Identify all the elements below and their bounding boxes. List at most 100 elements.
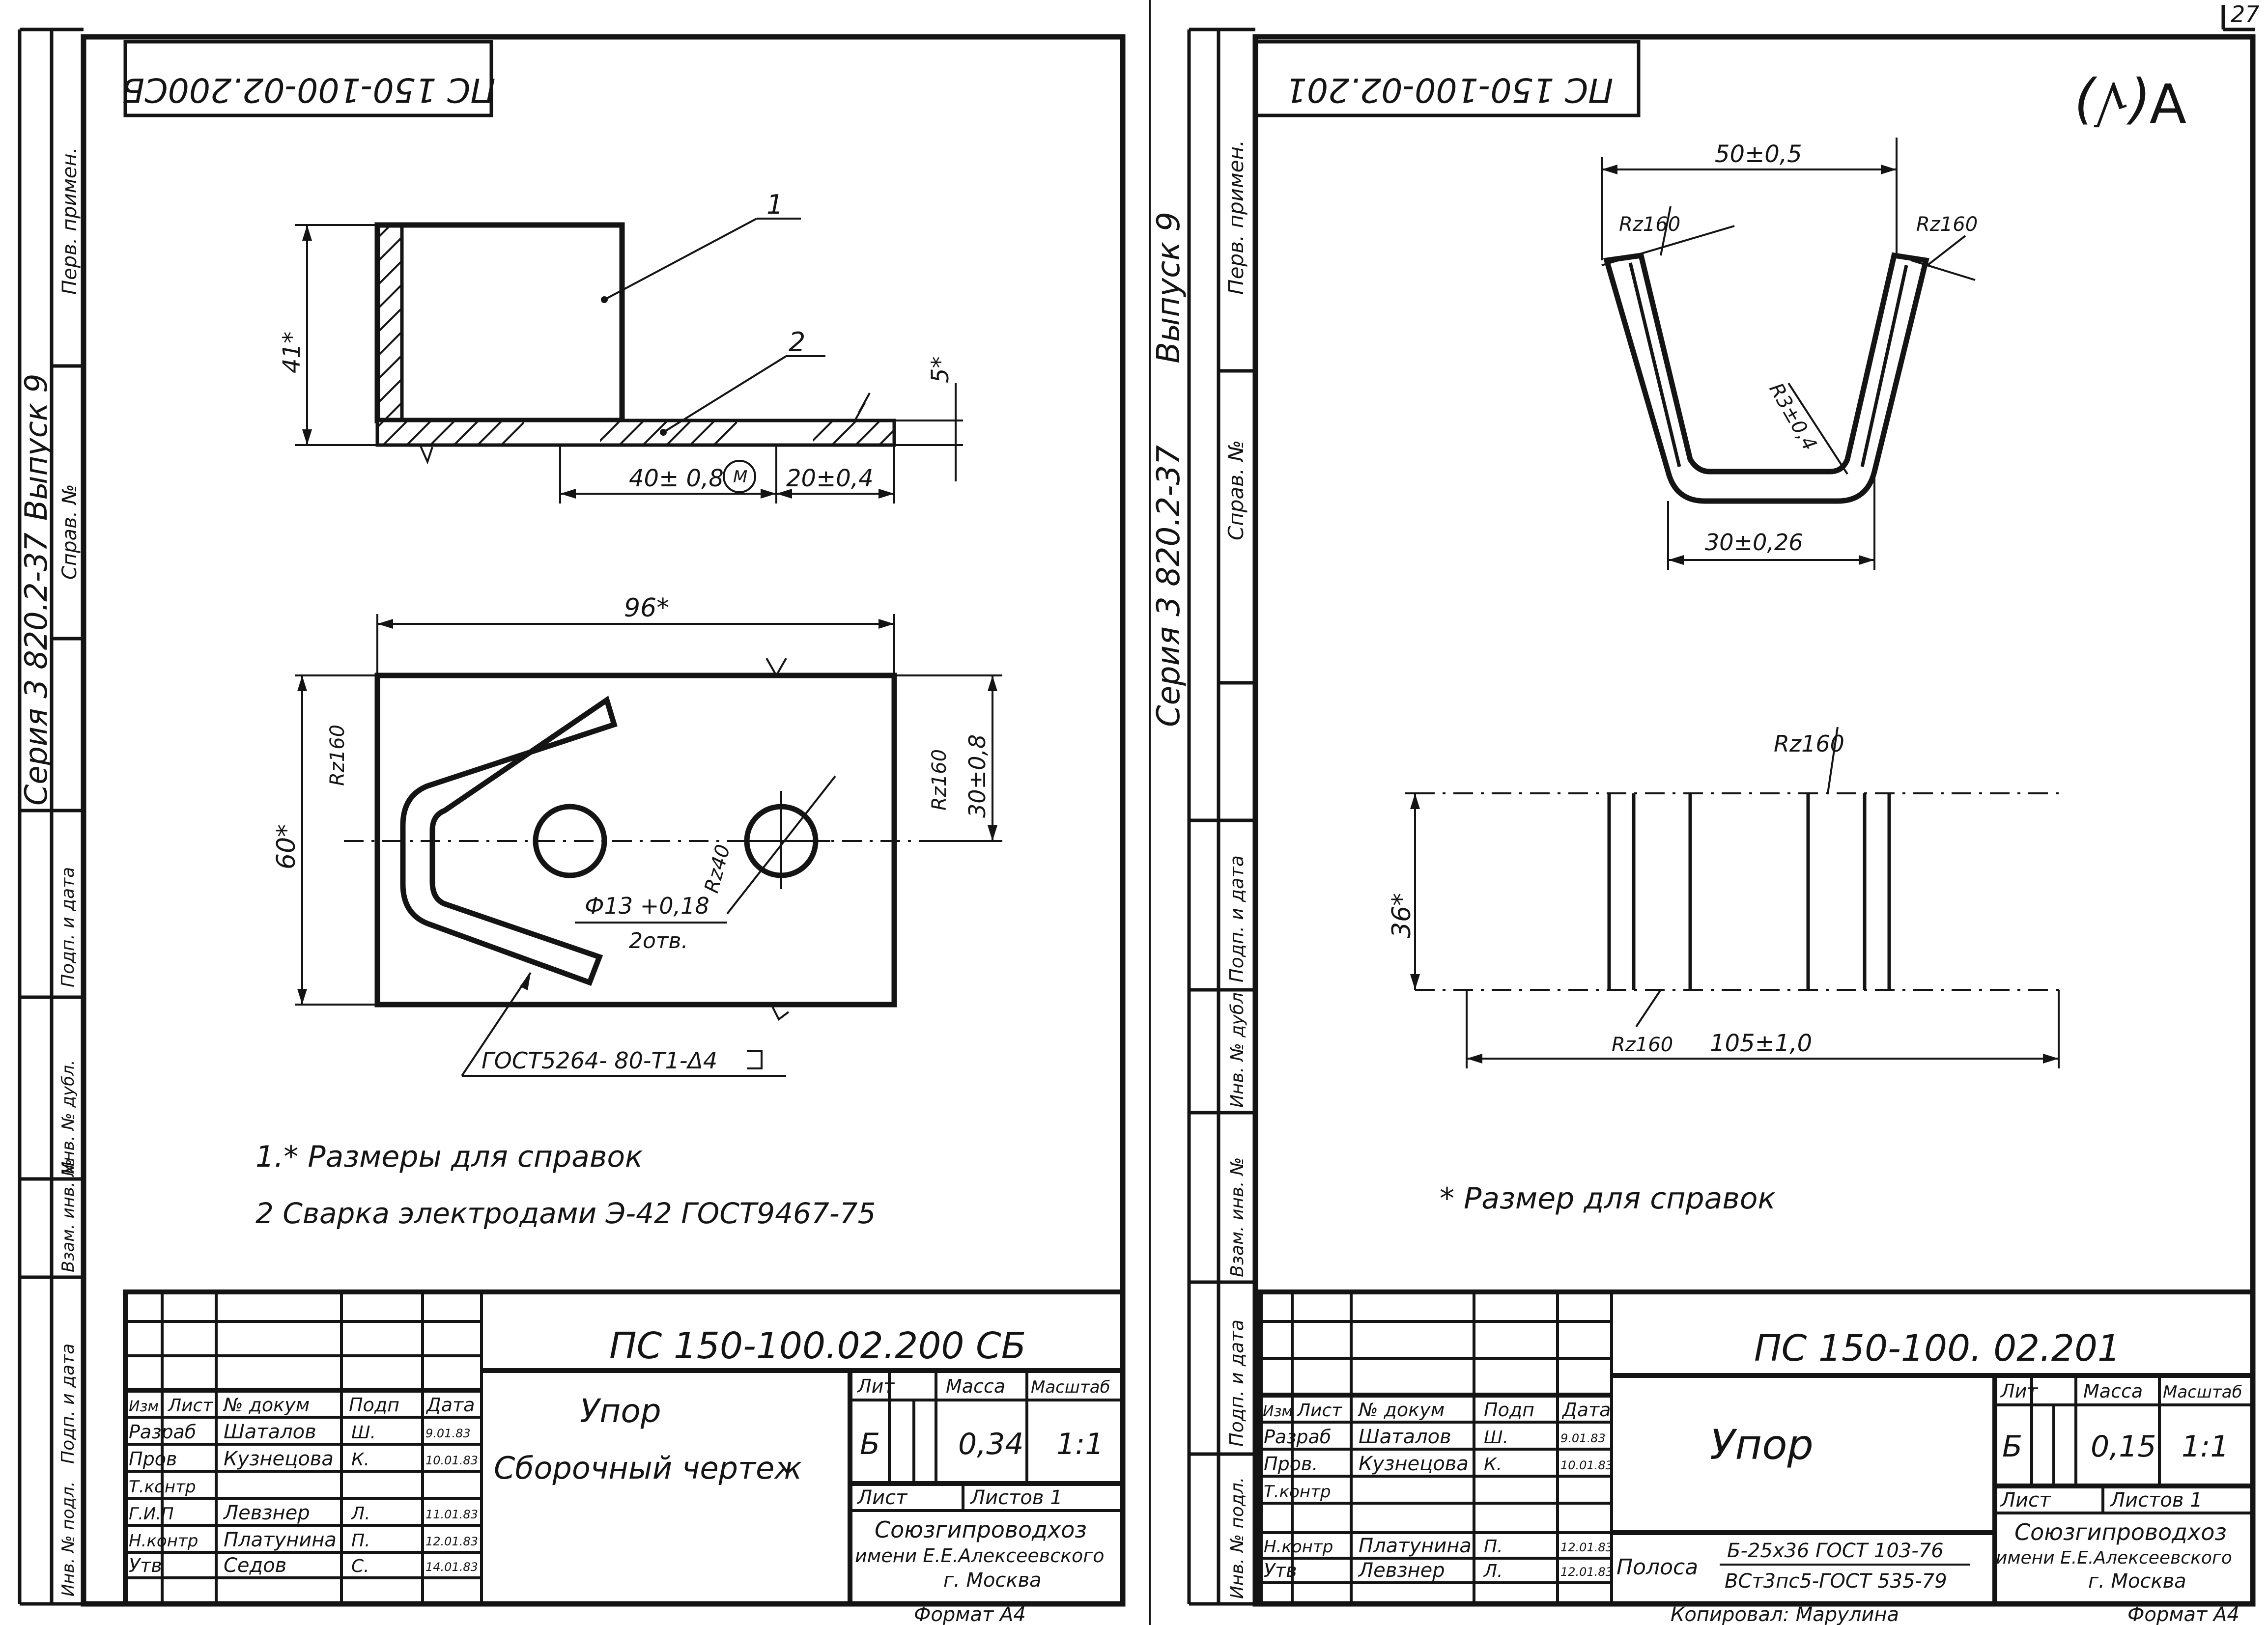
left-tb-sign-0: Ш.	[351, 1423, 376, 1443]
left-rz-hole: Rz40	[700, 842, 735, 895]
right-tb-lit-label: Лит	[2000, 1380, 2039, 1402]
right-tb-scale-value: 1:1	[2182, 1429, 2229, 1464]
right-tb-sign-5: Л.	[1483, 1561, 1503, 1581]
left-tb-col-izm: Изм	[129, 1398, 159, 1415]
right-tb-date-4: 12.01.83	[1560, 1541, 1613, 1554]
left-tb-sign-5: С.	[351, 1556, 369, 1576]
right-tb-col-date: Дата	[1561, 1399, 1611, 1421]
right-dim-50: 50±0,5	[1715, 140, 1802, 168]
left-tb-name-1: Кузнецова	[224, 1448, 334, 1470]
right-ref-no-label: Справ. №	[1224, 440, 1248, 540]
left-tb-scale-value: 1:1	[1056, 1427, 1104, 1461]
right-tb-material-label: Полоса	[1616, 1555, 1698, 1580]
right-series-label: Серия 3 820.2-37	[1151, 445, 1187, 727]
left-tb-col-date: Дата	[425, 1394, 475, 1416]
left-callout-1: 1	[766, 189, 783, 220]
left-tb-org-1: Союзгипроводхоз	[875, 1516, 1087, 1543]
left-tb-sheets-label: Листов 1	[969, 1486, 1063, 1509]
left-inv-dubl-label: Инв. № дубл.	[58, 1060, 78, 1174]
left-dim-20: 20±0,4	[786, 465, 874, 492]
right-dim-30: 30±0,26	[1705, 529, 1803, 556]
right-tb-role-2: Т.контр	[1264, 1482, 1331, 1502]
right-sign-date-2-label: Подп. и дата	[1226, 1319, 1247, 1447]
right-tb-name-5: Левзнер	[1358, 1559, 1445, 1582]
left-side-strip: Серия 3 820.2-37 Выпуск 9 Перв. примен. …	[18, 28, 84, 1606]
left-tb-name-3: Левзнер	[223, 1502, 310, 1524]
left-tb-name-5: Седов	[224, 1554, 286, 1577]
left-tb-lit-value: Б	[860, 1427, 880, 1461]
right-dim-105: 105±1,0	[1710, 1030, 1812, 1057]
right-tb-date-1: 10.01.83	[1560, 1458, 1613, 1472]
left-title-block: Изм Лист № докум Подп Дата Разраб Шатало…	[123, 1289, 1125, 1625]
right-rz-mid: Rz160	[1774, 730, 1844, 757]
right-tb-sign-1: К.	[1484, 1455, 1502, 1475]
right-sheet: 27 Серия 3 820.2-37 Выпуск 9 Перв. приме…	[1151, 1, 2260, 1625]
right-rz-top-left: Rz160	[1619, 213, 1680, 236]
right-tb-role-1: Пров.	[1264, 1453, 1318, 1475]
right-rz-bottom: Rz160	[1612, 1034, 1673, 1056]
left-note-2: 2 Сварка электродами Э-42 ГОСТ9467-75	[255, 1197, 876, 1230]
left-dim-thickness: 5*	[927, 356, 954, 383]
right-tb-col-list: Лист	[1296, 1401, 1342, 1421]
left-weld-note: ГОСТ5264- 80-Т1-Δ4	[482, 1047, 717, 1074]
right-tb-sheet-label: Лист	[2000, 1489, 2051, 1512]
left-tb-org-3: г. Москва	[943, 1569, 1042, 1592]
right-tb-date-5: 12.01.83	[1560, 1565, 1613, 1579]
left-dim-96: 96*	[624, 593, 669, 623]
right-tb-date-0: 9.01.83	[1560, 1431, 1606, 1445]
left-sign-date-2-label: Подп. и дата	[58, 1344, 78, 1464]
left-tb-role-5: Утв	[129, 1555, 162, 1576]
right-tb-col-izm: Изм	[1263, 1403, 1293, 1420]
left-rz-right: Rz160	[928, 749, 951, 811]
left-tb-role-1: Пров	[129, 1448, 177, 1470]
right-page-number: 27	[2231, 1, 2260, 28]
right-tb-doc-code: ПС 150-100. 02.201	[1754, 1327, 2121, 1370]
right-first-use-label: Перв. примен.	[1224, 140, 1248, 295]
right-tb-format: Формат А4	[2127, 1603, 2240, 1625]
left-tb-name-line1: Упор	[580, 1392, 661, 1430]
left-bracket-top-view: 96* 60* 30±0,8 Rz160 Rz160 Rz40 Ф13 +0,1…	[272, 593, 1002, 1077]
left-hole-dia: Ф13 +0,18	[585, 893, 709, 919]
right-tb-mass-value: 0,15	[2091, 1429, 2156, 1464]
right-tb-org-2: имени Е.Е.Алексеевского	[1996, 1548, 2232, 1568]
right-tb-material-bottom: ВСт3пс5-ГОСТ 535-79	[1725, 1570, 1947, 1593]
left-tb-name-line2: Сборочный чертеж	[494, 1450, 802, 1486]
left-tb-sign-1: К.	[351, 1450, 369, 1470]
right-tb-copied-by: Копировал: Марулина	[1671, 1603, 1899, 1625]
right-tb-role-0: Разраб	[1264, 1426, 1331, 1448]
left-tb-org-2: имени Е.Е.Алексеевского	[855, 1545, 1105, 1567]
left-ref-no-label: Справ. №	[58, 484, 81, 580]
right-tb-name-4: Платунина	[1359, 1535, 1472, 1557]
left-tb-sheet-label: Лист	[856, 1486, 908, 1509]
left-note-1: 1.* Размеры для справок	[255, 1140, 643, 1174]
right-issue-label: Выпуск 9	[1151, 212, 1187, 364]
right-profile-view: 50±0,5 Rz160 Rz160 R3±0,4 30±0,26	[1601, 138, 1978, 570]
left-tb-doc-code: ПС 150-100.02.200 СБ	[609, 1325, 1026, 1367]
left-tb-date-3: 11.01.83	[425, 1508, 478, 1521]
right-inv-dubl-label: Инв. № дубл.	[1227, 987, 1247, 1108]
right-sign-date-label: Подп. и дата	[1226, 855, 1247, 982]
left-tb-format: Формат А4	[914, 1603, 1026, 1625]
right-rz-top-right: Rz160	[1916, 213, 1978, 236]
right-title-block: Изм Лист № докум Подп Дата Разраб Шатало…	[1258, 1289, 2255, 1625]
left-inv-podl-label: Инв. № подл.	[58, 1481, 78, 1597]
right-tb-name-0: Шаталов	[1359, 1426, 1451, 1448]
left-tb-date-5: 14.01.83	[425, 1560, 478, 1574]
left-tb-date-4: 12.01.83	[425, 1535, 478, 1548]
left-tb-date-0: 9.01.83	[425, 1427, 471, 1440]
right-tb-name-1: Кузнецова	[1359, 1453, 1469, 1475]
left-callout-2: 2	[789, 327, 805, 358]
left-bracket-side-view: 41* 5* 40± 0,8 М 20±0,4 1 2	[278, 189, 963, 504]
left-vzam-inv-label: Взам. инв. №	[58, 1159, 78, 1272]
right-tb-sign-0: Ш.	[1484, 1428, 1508, 1448]
left-sign-date-label: Подп. и дата	[58, 867, 78, 987]
left-tb-role-2: Т.контр	[129, 1477, 196, 1497]
left-tb-col-sign: Подп	[349, 1394, 399, 1416]
right-tb-mass-label: Масса	[2083, 1380, 2143, 1402]
left-dim-m: М	[733, 467, 747, 487]
left-tb-name-4: Платунина	[224, 1529, 337, 1551]
left-tb-col-doc: № докум	[223, 1394, 310, 1416]
right-tb-material-top: Б-25х36 ГОСТ 103-76	[1727, 1540, 1944, 1562]
left-tb-mass-label: Масса	[946, 1375, 1005, 1397]
